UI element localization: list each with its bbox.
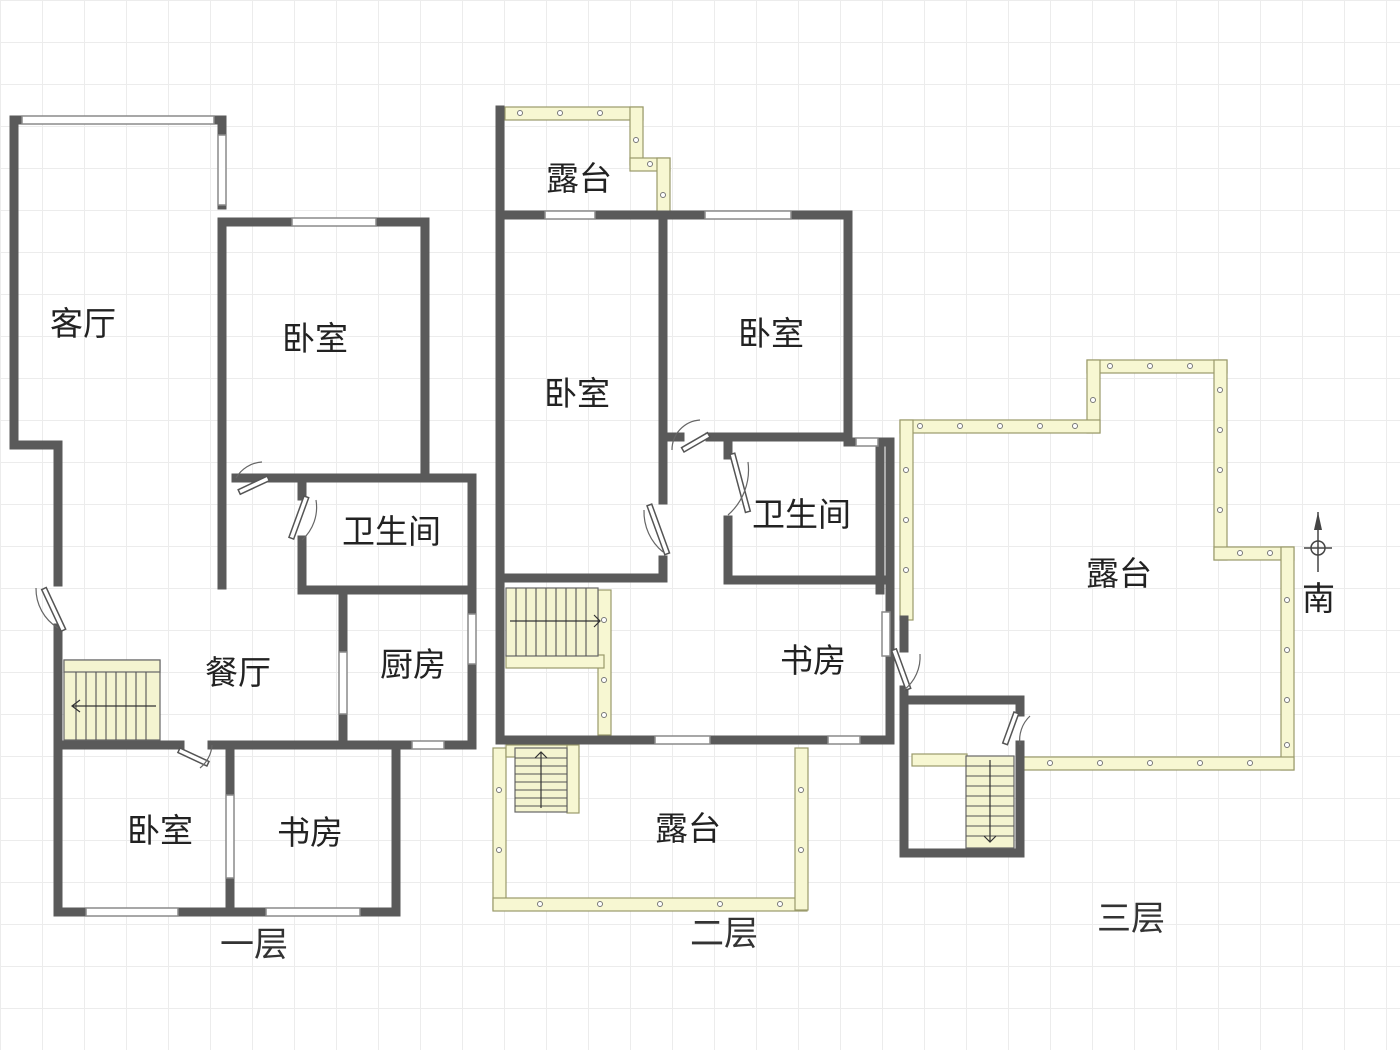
floor2-staircase-terrace [514,747,568,813]
floor1-window-living-east [217,134,227,206]
floor2-door-bathroom [727,452,752,516]
floor3-staircase [965,755,1015,849]
floor3-door-stair [1001,711,1031,746]
floor3-door-terrace [890,647,921,691]
room-label: 客厅 [50,304,116,343]
room-label: 卫生间 [752,495,851,534]
floor-1: 客厅 卧室 卫生间 餐厅 厨房 卧室 书房 一层 [9,115,477,965]
room-label: 书房 [780,641,846,680]
floor2-window-terrace-door [654,735,711,745]
room-label: 露台 [1086,554,1152,593]
floor3-stair-enclosure-wall [899,615,1025,858]
floor1-window-kitchen-east [467,613,477,665]
floor1-window-study-south [265,907,361,917]
room-label: 卧室 [738,314,804,353]
floor1-exterior-wall [9,115,477,917]
floor2-window-north-terrace [544,210,596,220]
floor1-door-bedroom [235,461,271,496]
floor2-interior-walls [495,210,895,595]
room-label: 卧室 [282,319,348,358]
floor1-window-bedroom-inner [225,794,235,879]
floor2-door-bedroom-east [671,419,712,454]
floor1-staircase [63,659,161,741]
floor1-window-bedroom-north [291,217,377,227]
floor2-window-bedroom-north [704,210,792,220]
floor2-staircase-inner [505,587,601,657]
floor2-window-south [827,735,861,745]
floor1-south-walls [53,740,477,917]
floor-label: 二层 [690,914,758,954]
floor1-door-bedroom-south [176,744,213,769]
compass-icon [1304,512,1332,572]
room-label: 卧室 [544,374,610,413]
floor2-south-terrace-rail [492,747,809,912]
room-label: 厨房 [380,645,446,684]
room-label: 露台 [655,809,721,848]
floor2-window-study-east [881,611,891,657]
floor1-window-kitchen-south [411,740,445,750]
room-label: 卧室 [127,811,193,850]
floor1-window-kitchen-inner [338,651,348,715]
floor3-terrace-rail [899,359,1295,771]
floor1-window-bedroom-south [85,907,179,917]
room-label: 餐厅 [205,653,271,692]
floor2-window-bath-east [855,437,879,447]
floor1-door-west [35,586,67,633]
room-label: 卫生间 [342,512,441,551]
floor2-door-bedroom-west [643,503,671,556]
room-label: 露台 [546,159,612,198]
floor-label: 三层 [1097,899,1165,939]
floor2-north-terrace-rail [504,106,671,215]
room-label: 书房 [277,813,343,852]
compass-direction-label: 南 [1302,579,1335,618]
floor-3: 露台 三层 [890,359,1295,939]
floor1-bathroom-walls [231,473,477,750]
floor1-window-living-north [21,115,215,125]
floor-label: 一层 [220,925,288,965]
floor1-door-bathroom [287,495,318,541]
floor-2: 露台 卧室 卧室 卫生间 书房 露台 二层 [492,105,895,954]
